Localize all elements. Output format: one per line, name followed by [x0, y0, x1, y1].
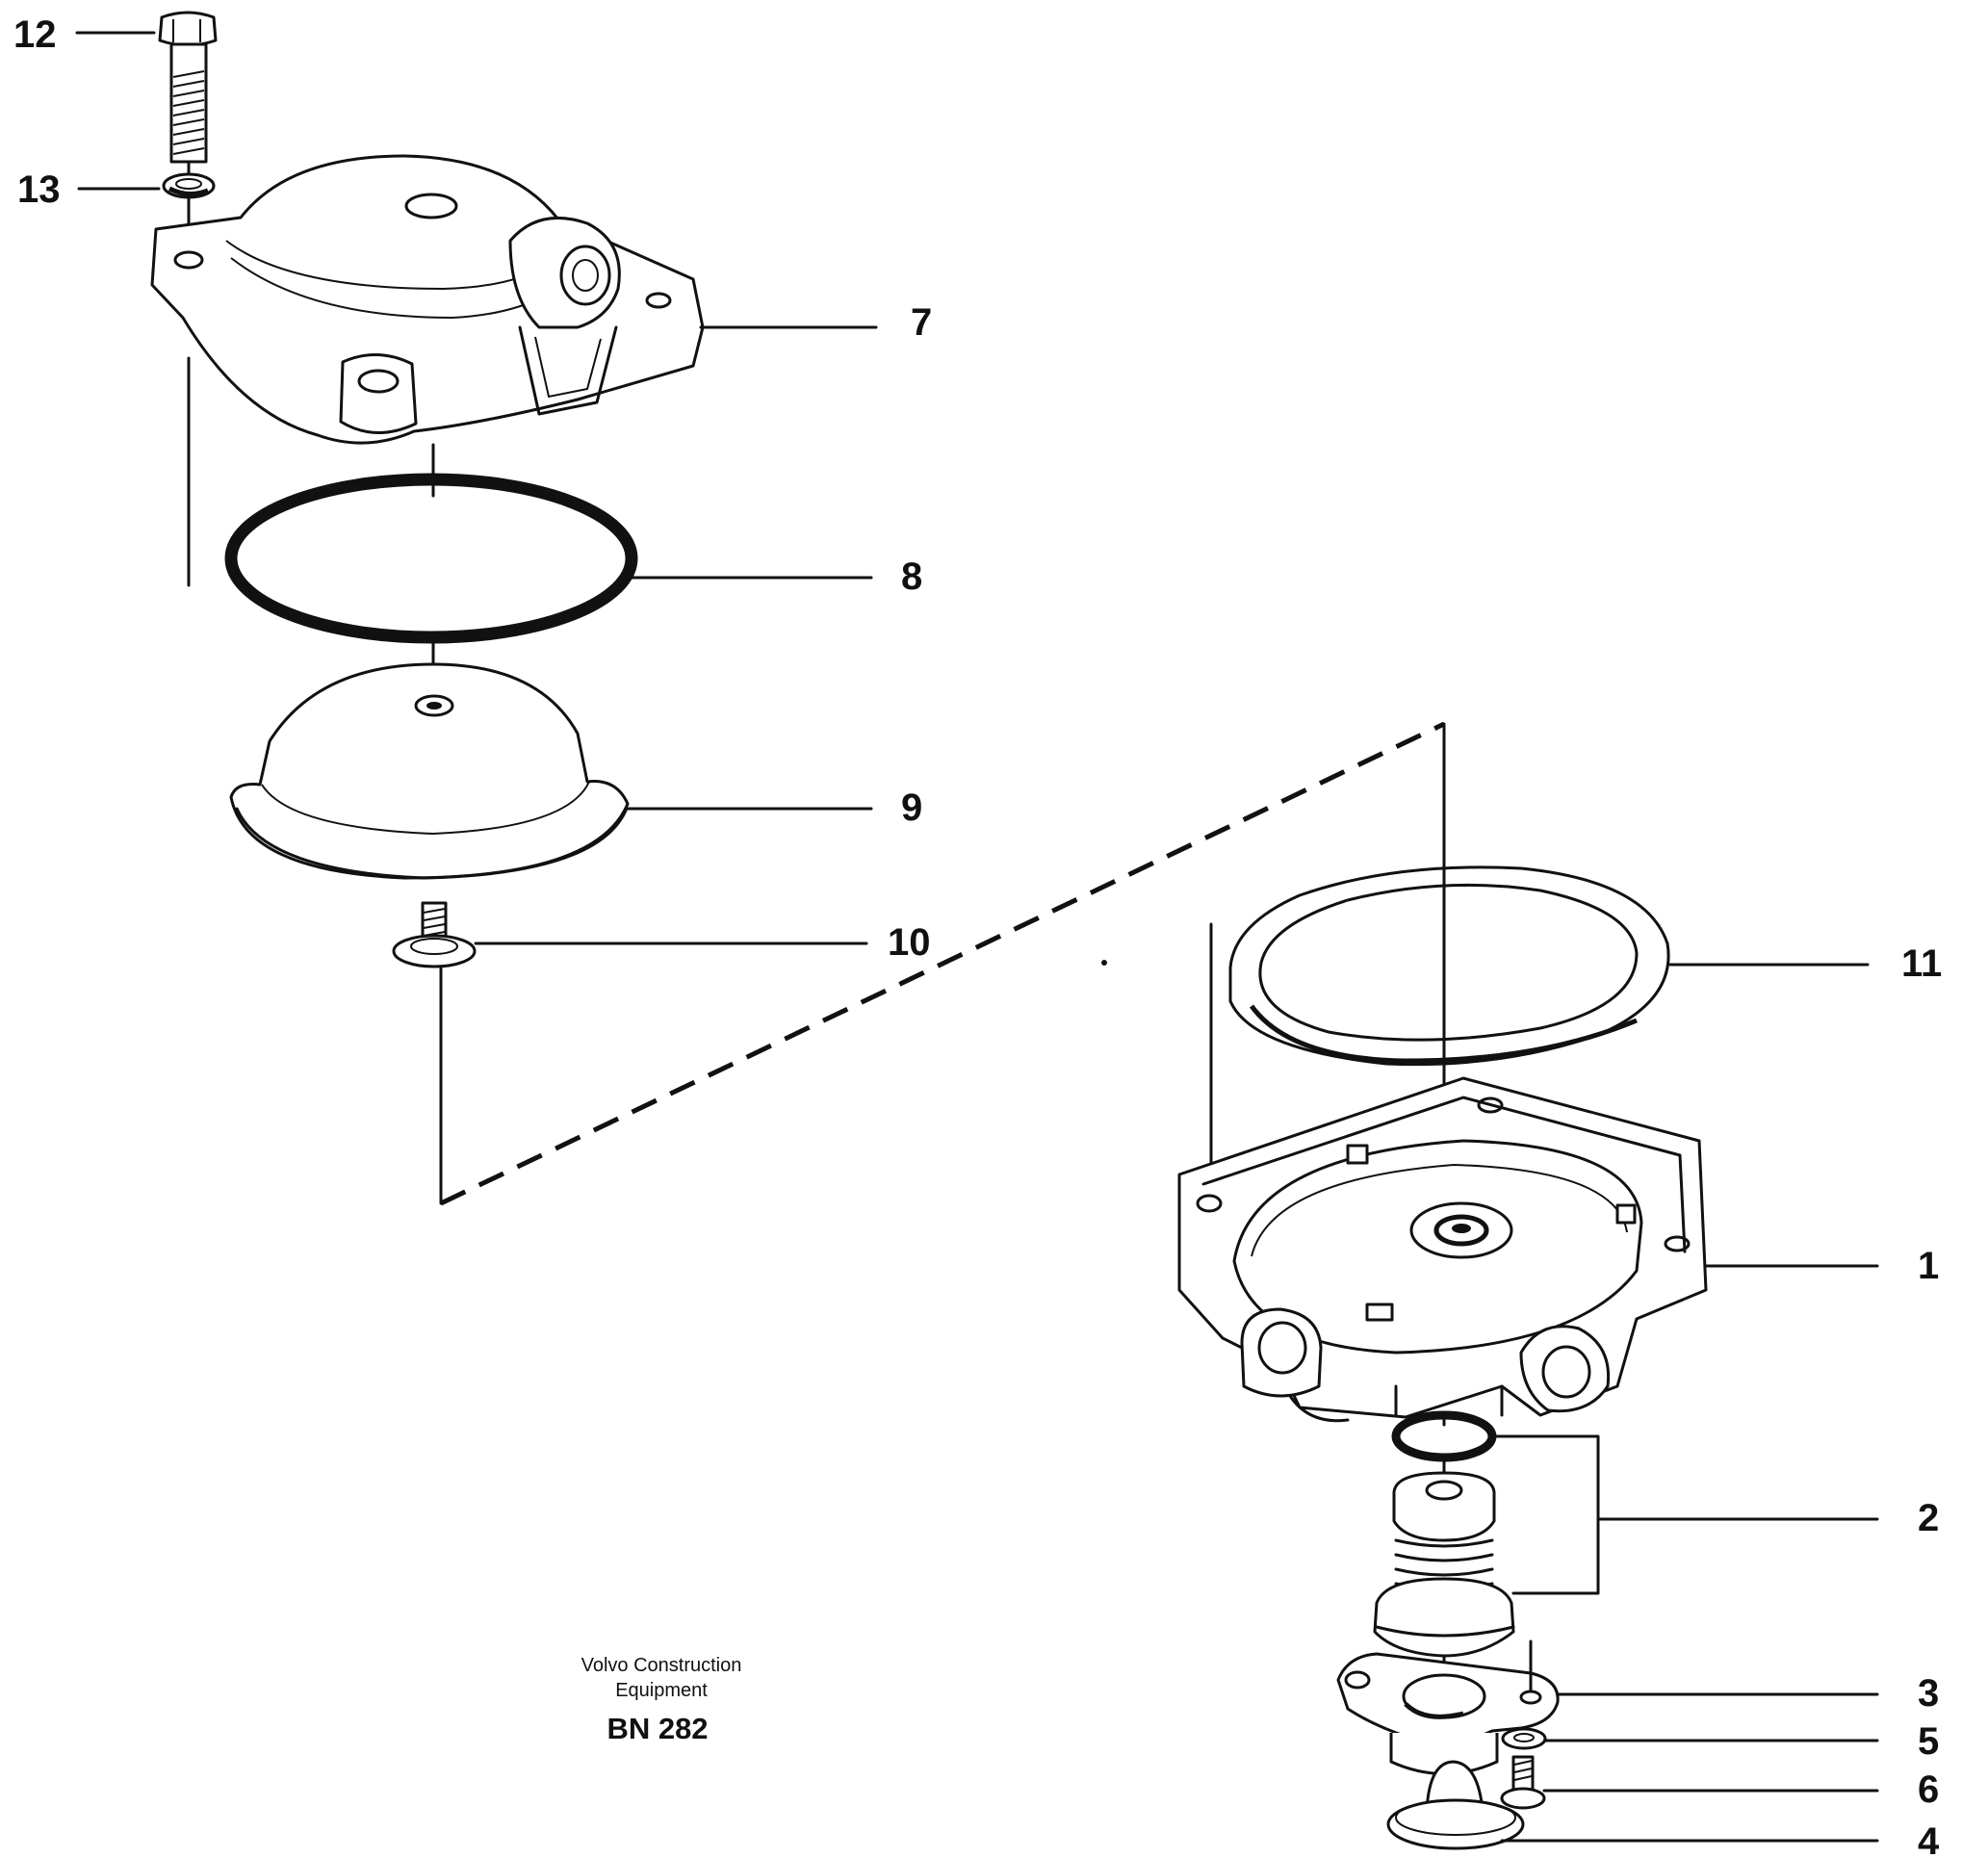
callout-10: 10	[888, 921, 931, 964]
callout-13: 13	[17, 168, 61, 211]
part-5-washer	[1501, 1727, 1547, 1750]
part-4-valve-disc	[1386, 1760, 1525, 1850]
part-10-screw	[392, 901, 477, 968]
part-7-cover-housing	[150, 154, 705, 445]
callout-7: 7	[911, 301, 932, 344]
part-2-piston-assembly	[1373, 1410, 1515, 1658]
callout-3: 3	[1918, 1672, 1939, 1715]
callout-2: 2	[1918, 1497, 1939, 1539]
part-13-lock-washer	[162, 172, 216, 199]
assembly-dashed-line	[439, 721, 1446, 1206]
part-3-flange-plate	[1336, 1652, 1560, 1775]
callout-4: 4	[1918, 1820, 1940, 1858]
part-2-bracket-line	[1490, 1434, 1600, 1595]
callout-5: 5	[1918, 1720, 1939, 1763]
caption-company-line2: Equipment	[615, 1680, 708, 1701]
part-6-screw	[1500, 1755, 1546, 1810]
part-8-o-ring	[224, 473, 638, 644]
callout-12: 12	[13, 13, 57, 56]
part-11-sealing-ring	[1228, 865, 1670, 1067]
part-9-diaphragm	[229, 662, 630, 880]
callout-11: 11	[1901, 942, 1942, 985]
caption-code: BN 282	[607, 1712, 708, 1745]
part-12-bolt	[158, 11, 218, 164]
caption-company-line1: Volvo Construction	[581, 1655, 742, 1676]
speck-dot	[1101, 960, 1107, 966]
callout-1: 1	[1918, 1245, 1939, 1287]
callout-8: 8	[901, 555, 922, 598]
callout-6: 6	[1918, 1768, 1939, 1811]
part-1-valve-body	[1177, 1076, 1708, 1423]
caption-block: Volvo Construction Equipment BN 282	[581, 1655, 742, 1745]
callout-9: 9	[901, 787, 922, 829]
leader-lines	[75, 31, 1879, 1843]
